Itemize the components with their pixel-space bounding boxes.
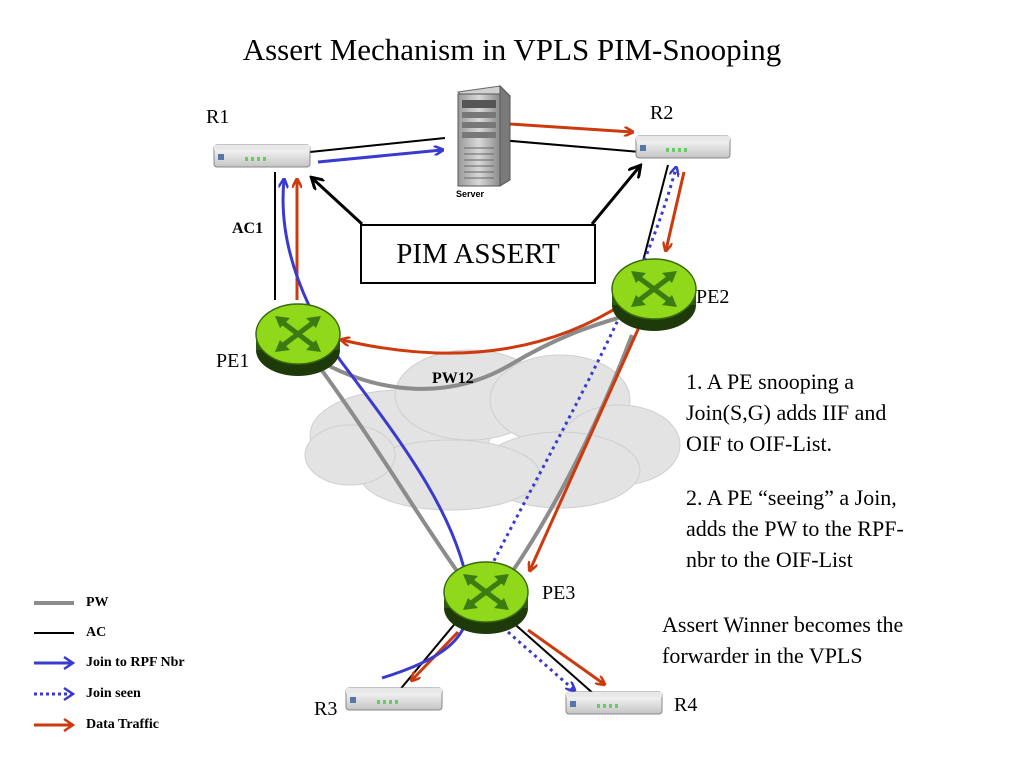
ac-links	[274, 137, 669, 696]
legend-join-seen-label: Join seen	[86, 686, 141, 701]
router-r4-icon	[565, 691, 663, 715]
mpls-cloud	[304, 349, 681, 511]
assert-arrow-to-r1	[312, 178, 364, 226]
page-title: Assert Mechanism in VPLS PIM-Snooping	[242, 32, 782, 67]
note-2: 2. A PE “seeing” a Join, adds the PW to …	[686, 482, 904, 575]
router-r3-icon	[345, 687, 443, 711]
legend-data-traffic-label: Data Traffic	[86, 717, 159, 732]
note-3-line-1: Assert Winner becomes the	[662, 612, 904, 637]
legend-join-seen: Join seen	[34, 684, 141, 704]
label-pw12: PW12	[432, 370, 474, 387]
join-seen-arrow-icon	[34, 686, 76, 702]
legend-join-rpf-label: Join to RPF Nbr	[86, 655, 185, 670]
join-rpf-arrow-icon	[34, 655, 76, 671]
assert-arrow-to-r2	[590, 166, 640, 225]
legend-pw-label: PW	[86, 595, 109, 610]
pe2-router-icon	[611, 258, 697, 331]
legend-ac: AC	[34, 623, 106, 643]
label-r1: R1	[206, 106, 230, 128]
note-1: 1. A PE snooping a Join(S,G) adds IIF an…	[686, 366, 886, 459]
ac-line-icon	[34, 632, 74, 634]
note-2-line-2: adds the PW to the RPF-	[686, 516, 904, 541]
label-r3: R3	[314, 698, 338, 720]
label-ac1: AC1	[232, 220, 264, 237]
router-r2-icon	[635, 135, 731, 159]
pe1-router-icon	[255, 303, 341, 376]
label-pe2: PE2	[696, 286, 730, 308]
data-traffic-arrows	[297, 122, 686, 684]
note-2-line-1: 2. A PE “seeing” a Join,	[686, 485, 897, 510]
pw-links	[316, 316, 634, 580]
server-icon	[456, 84, 512, 187]
pw-line-icon	[34, 601, 74, 605]
note-1-line-3: OIF to OIF-List.	[686, 431, 833, 456]
router-r1-icon	[213, 144, 311, 168]
label-r4: R4	[674, 694, 698, 716]
note-3: Assert Winner becomes the forwarder in t…	[662, 609, 903, 671]
join-rpf-arrows	[283, 150, 472, 680]
note-1-line-1: 1. A PE snooping a	[686, 369, 855, 394]
data-traffic-arrow-icon	[34, 717, 76, 733]
note-1-line-2: Join(S,G) adds IIF and	[686, 400, 887, 425]
note-2-line-3: nbr to the OIF-List	[686, 547, 853, 572]
pim-assert-box: PIM ASSERT	[360, 224, 596, 284]
legend-pw: PW	[34, 593, 109, 613]
join-seen-arrows	[476, 168, 676, 690]
legend-join-rpf: Join to RPF Nbr	[34, 653, 185, 673]
pe3-router-icon	[443, 561, 529, 634]
note-3-line-2: forwarder in the VPLS	[662, 643, 863, 668]
label-pe3: PE3	[542, 582, 576, 604]
label-r2: R2	[650, 102, 674, 124]
legend-data-traffic: Data Traffic	[34, 715, 159, 735]
label-pe1: PE1	[216, 350, 250, 372]
label-server: Server	[456, 189, 485, 199]
legend-ac-label: AC	[86, 625, 107, 640]
